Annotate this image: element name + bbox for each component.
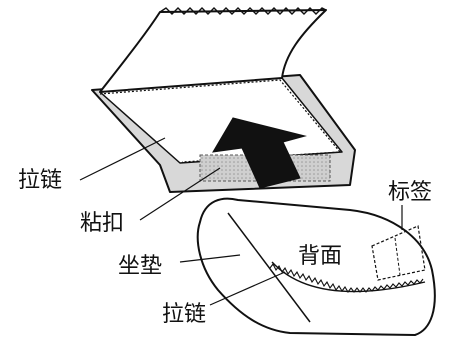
leader-cushion <box>179 254 241 263</box>
leader-velcro <box>139 167 221 221</box>
cushion-zipper-teeth <box>269 262 424 293</box>
cover-top-item <box>91 7 356 193</box>
label-back: 背面 <box>298 244 343 269</box>
leader-zipper-bottom <box>209 271 286 306</box>
cushion-seam-line <box>227 212 311 323</box>
label-zipper-top: 拉链 <box>18 168 63 193</box>
insert-arrow <box>212 117 307 189</box>
label-velcro: 粘扣 <box>80 211 125 236</box>
seat-cushion-item <box>196 197 436 336</box>
flap-zigzag-edge <box>159 7 327 15</box>
leader-zipper-top <box>79 137 166 181</box>
label-tag: 标签 <box>388 180 433 205</box>
label-zipper-bottom: 拉链 <box>162 302 207 327</box>
cushion-outline <box>196 197 436 336</box>
label-cushion: 坐垫 <box>118 254 163 279</box>
label-tag-fold <box>394 237 401 276</box>
cover-lifted-flap <box>99 9 327 93</box>
